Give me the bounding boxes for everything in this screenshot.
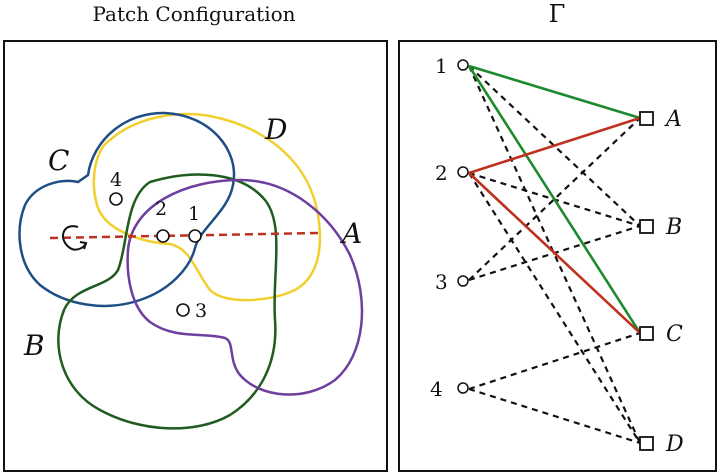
point-4-label: 4 [110, 169, 122, 191]
graph-node-1-label: 1 [435, 54, 448, 78]
point-1-label: 1 [188, 203, 200, 225]
graph-node-B-label: B [665, 215, 682, 240]
graph-node-3 [457, 275, 469, 287]
edge-4-D [468, 387, 641, 445]
graph-node-2 [457, 166, 469, 178]
point-2-label: 2 [155, 198, 167, 220]
graph-node-B [639, 219, 654, 234]
graph-node-D-label: D [665, 432, 684, 457]
patch-b-label: B [23, 329, 45, 362]
graph-node-1 [457, 59, 469, 71]
patch-a-label: A [339, 217, 362, 250]
rotation-arrowhead-icon [79, 241, 88, 250]
edge-2-A [468, 116, 641, 175]
graph-node-2-label: 2 [435, 161, 448, 185]
graph-node-C [639, 326, 654, 341]
edge-1-D [467, 65, 642, 444]
graph-node-A-label: A [664, 107, 682, 132]
patch-a-outline [126, 178, 364, 396]
graph-node-C-label: C [666, 322, 683, 347]
left-panel-frame [3, 40, 388, 472]
patch-d-label: D [264, 113, 287, 146]
edge-1-A [468, 64, 641, 120]
point-4 [109, 192, 123, 206]
edge-2-D [468, 172, 641, 444]
patch-d-outline [92, 112, 322, 302]
right-panel-title: Γ [548, 0, 566, 28]
right-panel-frame [398, 40, 717, 472]
patch-c-label: C [48, 144, 69, 177]
point-3 [176, 303, 190, 317]
graph-node-4 [457, 382, 469, 394]
edge-2-C [468, 172, 641, 334]
point-1 [188, 229, 202, 243]
point-3-label: 3 [195, 300, 207, 322]
edge-4-C [468, 331, 641, 391]
edge-1-C [467, 65, 642, 334]
graph-node-A [639, 111, 654, 126]
graph-node-D [639, 436, 654, 451]
graph-node-4-label: 4 [430, 377, 443, 401]
patch-b-outline [57, 173, 278, 430]
point-2 [156, 229, 170, 243]
left-panel-title: Patch Configuration [92, 2, 296, 26]
patch-c-outline [18, 111, 236, 308]
graph-node-3-label: 3 [435, 270, 448, 294]
rotation-arrow-icon [62, 225, 87, 251]
axis-line [49, 231, 319, 240]
